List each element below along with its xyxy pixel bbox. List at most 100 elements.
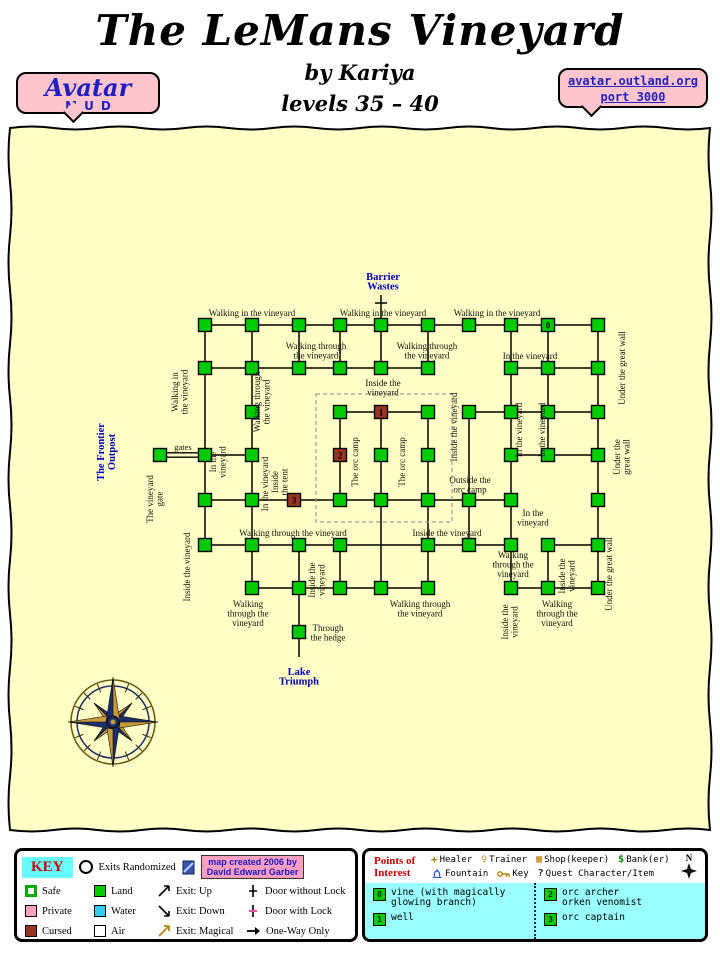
- air-room-icon: [94, 925, 106, 937]
- map-room-2: [332, 447, 348, 463]
- map-room: [540, 404, 556, 420]
- exits-randomized-label: Exits Randomized: [98, 861, 176, 873]
- map-room: [540, 537, 556, 553]
- map-room: [291, 317, 307, 333]
- poi-title-line2: Interest: [374, 867, 411, 879]
- poi-text: orc captain: [562, 912, 625, 923]
- key-item-safe: Safe: [25, 885, 89, 897]
- room-label: The orc camp: [350, 437, 360, 487]
- door-no-lock-icon: [249, 885, 257, 897]
- poi-entry-1: 1 well: [373, 913, 530, 926]
- map-room: [373, 360, 389, 376]
- server-port[interactable]: port 3000: [600, 90, 666, 104]
- map-room: [197, 492, 213, 508]
- map-room: [291, 624, 307, 640]
- poi-text: vine (with magically: [391, 887, 506, 898]
- map-room: [503, 580, 519, 596]
- map-room: [332, 317, 348, 333]
- mud-label: MUD: [65, 99, 118, 113]
- map-room: [373, 580, 389, 596]
- map-room: [244, 447, 260, 463]
- key-item-water: Water: [94, 905, 152, 917]
- legend-label: Healer: [439, 855, 473, 865]
- map-room: [373, 447, 389, 463]
- parchment-scroll: [7, 125, 713, 833]
- safe-room-icon: [25, 885, 37, 897]
- compass-tick: [142, 705, 152, 711]
- legend-fountain: Fountain: [431, 867, 488, 881]
- key-label: Door without Lock: [265, 885, 346, 897]
- room-label: Insidethe tent: [270, 468, 290, 495]
- key-label: Private: [42, 905, 72, 917]
- room-number: 1: [379, 407, 384, 417]
- map-room: [503, 360, 519, 376]
- map-room: [244, 360, 260, 376]
- map-room: [590, 317, 606, 333]
- key-item-private: Private: [25, 905, 89, 917]
- map-room: [590, 404, 606, 420]
- exits-randomized-icon: [78, 860, 93, 874]
- room-label: Inside thevineyard: [500, 604, 520, 639]
- server-address-badge[interactable]: avatar.outland.org port 3000: [558, 68, 708, 108]
- key-label: Door with Lock: [265, 905, 333, 917]
- compass-tick: [135, 744, 143, 752]
- map-room: [244, 580, 260, 596]
- map-room: [197, 317, 213, 333]
- compass-tick: [96, 683, 102, 693]
- mini-compass: N: [681, 853, 697, 879]
- cursed-room-icon: [25, 925, 37, 937]
- poi-title-line1: Points of: [374, 855, 416, 867]
- room-label: Under thegreat wall: [612, 439, 632, 475]
- compass-tick: [74, 733, 84, 739]
- one-way-icon: [247, 927, 260, 935]
- legend-label: Fountain: [445, 869, 489, 879]
- server-host[interactable]: avatar.outland.org: [567, 74, 699, 88]
- map-room: [461, 492, 477, 508]
- key-label: Exit: Up: [176, 885, 212, 897]
- map-room-1: [373, 404, 389, 420]
- page-title: The LeMans Vineyard: [95, 6, 625, 55]
- room-label: Walking throughthe vineyard: [252, 371, 272, 432]
- garber-logo-icon: [182, 860, 195, 874]
- land-room-icon: [94, 885, 106, 897]
- map-room: [420, 537, 436, 553]
- key-panel: KEY Exits Randomized map created 2006 by…: [14, 848, 358, 942]
- room-label: Under the great wall: [617, 331, 627, 405]
- map-room: [420, 360, 436, 376]
- room-label: Inside thevineyard: [307, 562, 327, 597]
- poi-text: orken venomist: [562, 897, 643, 908]
- room-label: Inside the vineyard: [182, 532, 192, 601]
- compass-rose: [67, 676, 159, 768]
- points-of-interest-panel: Points of Interest +Healer ♀Trainer ▦Sho…: [362, 848, 708, 942]
- key-item-exit-down: Exit: Down: [157, 904, 241, 918]
- compass-tick: [135, 692, 143, 700]
- key-label: Water: [111, 905, 136, 917]
- poi-number-2: 2: [544, 888, 557, 901]
- legend-label: Bank(er): [626, 855, 670, 865]
- room-label: In thevineyard: [208, 446, 228, 478]
- quest-icon: ?: [537, 868, 544, 879]
- key-label: Land: [111, 885, 133, 897]
- map-room-3: [286, 492, 302, 508]
- poi-text: glowing branch): [391, 897, 477, 908]
- poi-number-1: 1: [373, 913, 386, 926]
- key-label: Safe: [42, 885, 61, 897]
- room-number: 3: [292, 495, 297, 505]
- map-room: [503, 404, 519, 420]
- poi-entry-3: 3 orc captain: [544, 913, 701, 926]
- compass-tick: [124, 751, 130, 761]
- room-label: Inside the vineyard: [413, 528, 482, 538]
- map-author: by Kariya: [304, 60, 416, 85]
- key-label: Air: [111, 925, 125, 937]
- fountain-icon: [432, 869, 442, 879]
